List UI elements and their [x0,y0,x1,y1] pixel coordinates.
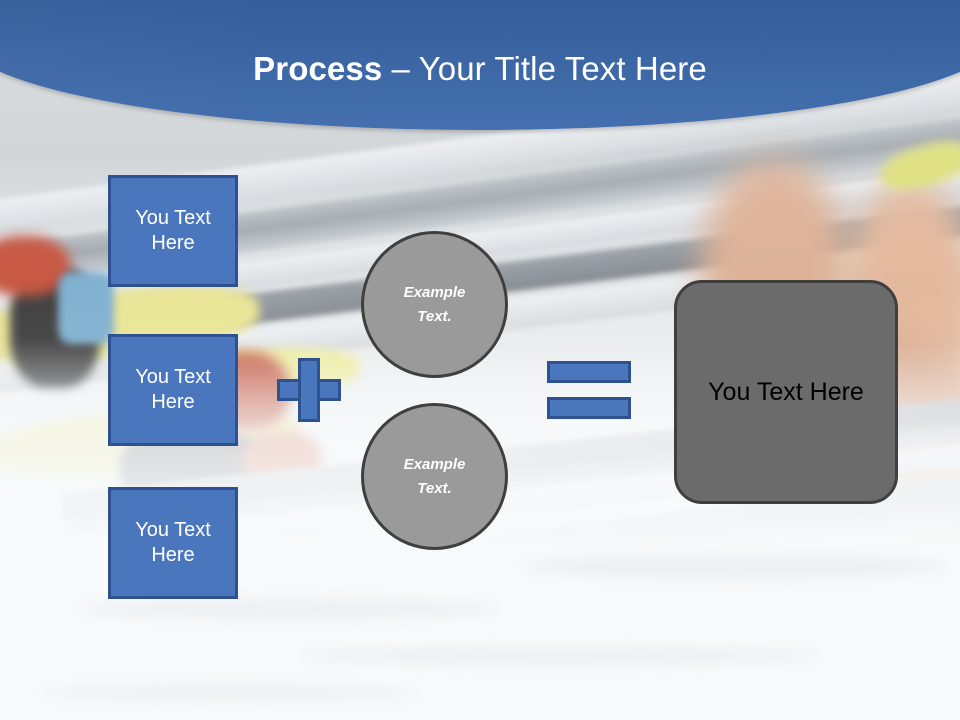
page-title-bold: Process [253,50,383,87]
plus-icon [277,358,341,422]
input-box-1[interactable]: You Text Here [108,175,238,287]
page-title: Process – Your Title Text Here [0,50,960,89]
input-box-3-label: You Text Here [135,519,211,566]
water-streak [520,556,950,578]
example-circle-2-line1: Example [403,456,466,474]
input-box-2[interactable]: You Text Here [108,334,238,446]
result-panel[interactable]: You Text Here [674,280,898,504]
example-circle-1-line1: Example [403,284,466,302]
equals-icon [547,361,631,419]
result-panel-label: You Text Here [708,377,864,406]
input-box-3[interactable]: You Text Here [108,487,238,599]
water-streak [40,686,420,700]
water-streak [300,648,820,664]
page-title-rest: – Your Title Text Here [382,50,707,87]
example-circle-1-line2: Text. [417,307,452,325]
plus-icon-center-fill [301,382,317,398]
input-box-1-label: You Text Here [135,207,211,254]
oar-collar-blue-icon [58,272,114,344]
header-banner [0,0,960,130]
example-circle-1[interactable]: Example Text. [361,231,508,378]
example-circle-2-line2: Text. [417,479,452,497]
example-circle-2[interactable]: Example Text. [361,403,508,550]
input-box-2-label: You Text Here [135,366,211,413]
equals-icon-top-bar [547,361,631,383]
water-streak [80,600,500,618]
equals-icon-bottom-bar [547,397,631,419]
